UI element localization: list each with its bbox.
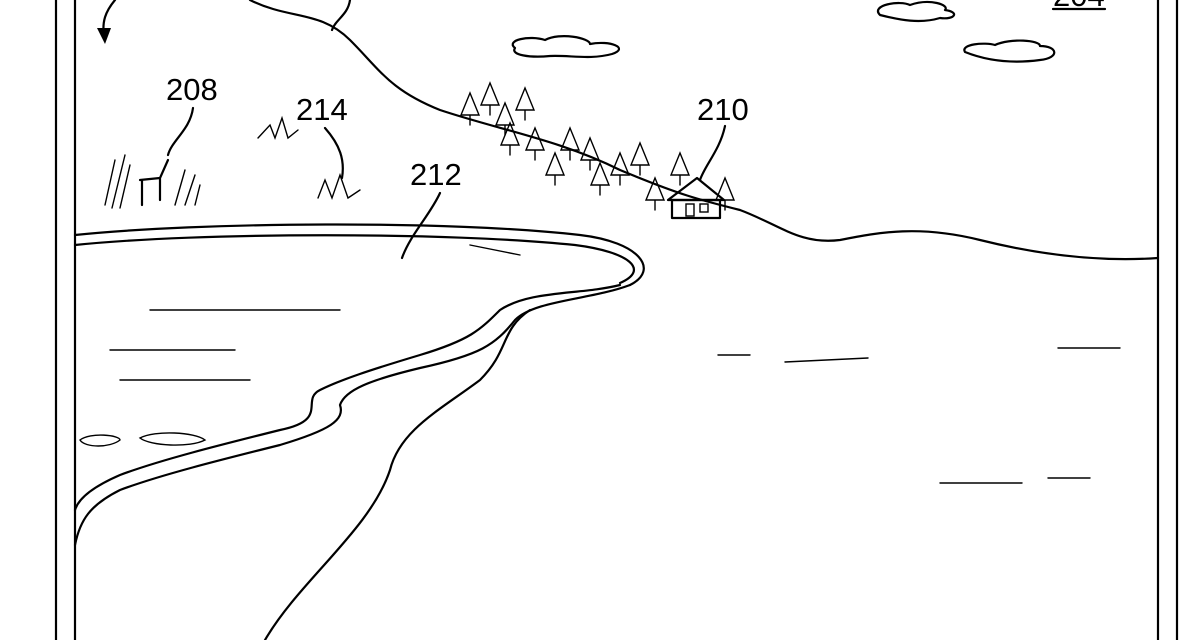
deer-icon — [104, 154, 201, 209]
arrow-icon — [97, 0, 117, 44]
tree-icon — [609, 151, 631, 186]
label-214-leader — [323, 126, 344, 180]
label-212-leader — [400, 191, 442, 260]
tree-icon — [524, 126, 546, 161]
tree-icon — [579, 136, 601, 171]
tree-icon — [494, 101, 516, 136]
tree-icon — [629, 141, 651, 176]
lake — [73, 223, 645, 547]
path-outline — [263, 308, 532, 640]
field-grass-marks — [717, 347, 1121, 484]
clouds — [511, 1, 1056, 63]
tree-icon — [589, 161, 611, 196]
trees — [459, 81, 736, 211]
hill-leader — [330, 0, 352, 32]
label-208: 208 — [166, 72, 218, 107]
label-214: 214 — [296, 92, 348, 127]
tree-icon — [559, 126, 581, 161]
label-208-leader — [166, 106, 195, 157]
tree-icon — [479, 81, 501, 116]
tree-icon — [669, 151, 691, 186]
tree-icon — [644, 176, 666, 211]
cabin-icon — [666, 176, 726, 220]
display-frame — [54, 0, 1179, 640]
tree-icon — [459, 91, 481, 126]
label-210-leader — [698, 124, 727, 182]
tree-icon — [514, 86, 536, 121]
tree-icon — [499, 121, 521, 156]
label-210: 210 — [697, 92, 749, 127]
grass-tufts — [257, 115, 361, 201]
label-204: 204 — [1053, 0, 1105, 13]
tree-icon — [544, 151, 566, 186]
hill-outline — [248, 0, 1160, 261]
label-212: 212 — [410, 157, 462, 192]
